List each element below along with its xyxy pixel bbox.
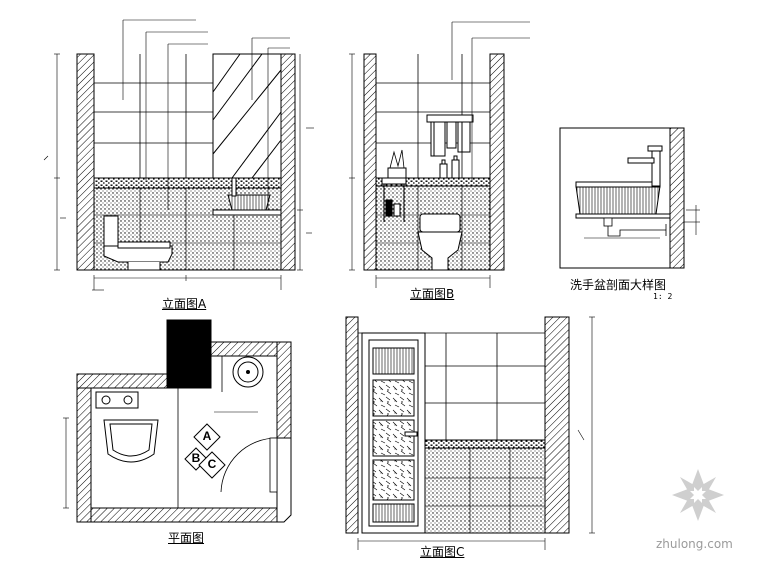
plan-wall-bottom — [90, 507, 278, 523]
door-glass-panel-3 — [372, 459, 415, 501]
elev-a-ticks — [43, 127, 314, 234]
door-glass-panel-2 — [372, 419, 415, 457]
plan-basin — [221, 356, 264, 392]
elev-c-dimensions — [357, 316, 595, 550]
detail-faucet — [627, 145, 663, 187]
elev-b-title: 立面图B — [410, 287, 455, 301]
elevation-c — [345, 316, 595, 550]
elev-c-right-wall — [544, 316, 570, 534]
floor-plan — [63, 319, 292, 523]
elev-a-leaders — [122, 19, 290, 210]
plan-view-markers — [184, 423, 226, 479]
elev-a-mosaic-band — [93, 177, 282, 189]
elev-a-basin — [212, 177, 282, 216]
elev-b-dimensions — [349, 53, 491, 288]
door-louver-panel — [372, 347, 415, 375]
elev-c-mosaic-band — [424, 439, 546, 449]
elev-a-title: 立面图A — [162, 297, 207, 311]
plan-wall-right — [276, 341, 292, 439]
plan-marker-a: A — [202, 429, 212, 443]
elev-b-leaders — [451, 21, 530, 182]
plan-dimensions — [63, 411, 258, 509]
elev-a-right-wall — [280, 53, 296, 271]
door-handle — [404, 431, 418, 437]
plan-toilet — [95, 391, 159, 463]
plan-wall-left — [76, 387, 92, 523]
detail-drain — [603, 217, 667, 237]
elev-a-mirror — [212, 53, 282, 179]
plan-marker-b: B — [191, 451, 201, 465]
elev-b-towel-rack — [426, 114, 474, 157]
door-glass-panel-1 — [372, 379, 415, 417]
elevation-b — [349, 21, 530, 288]
detail-scale: 1: 2 — [653, 292, 673, 301]
elev-c-title: 立面图C — [420, 545, 465, 559]
plan-door-swing — [220, 437, 278, 493]
plan-title: 平面图 — [168, 531, 205, 545]
detail-bowl — [575, 185, 661, 215]
elev-a-toilet — [103, 215, 173, 271]
watermark-text: zhulong.com — [656, 537, 733, 551]
detail-title: 洗手盆剖面大样图 — [570, 278, 667, 292]
detail-counter — [575, 213, 671, 219]
elev-a-dimensions — [54, 53, 303, 291]
elev-c-door — [361, 332, 426, 534]
elev-c-lower-tile — [424, 447, 546, 534]
elev-b-plant — [381, 149, 407, 222]
plan-wall-topright — [210, 341, 278, 357]
elev-b-right-wall — [489, 53, 505, 271]
plan-black-column — [166, 319, 212, 389]
elevation-a — [43, 19, 314, 291]
detail-dims — [584, 205, 700, 239]
detail-wall — [669, 127, 685, 269]
watermark-logo — [672, 469, 724, 521]
plan-wall-top — [76, 373, 168, 389]
elev-b-bottles — [439, 155, 460, 179]
elev-a-left-wall — [76, 53, 95, 271]
basin-detail — [559, 127, 700, 269]
plan-marker-c: C — [207, 457, 217, 471]
door-louver-bottom — [372, 503, 415, 523]
elev-c-left-wall — [345, 316, 359, 534]
elev-b-toilet — [417, 213, 463, 271]
elev-b-left-wall — [363, 53, 377, 271]
